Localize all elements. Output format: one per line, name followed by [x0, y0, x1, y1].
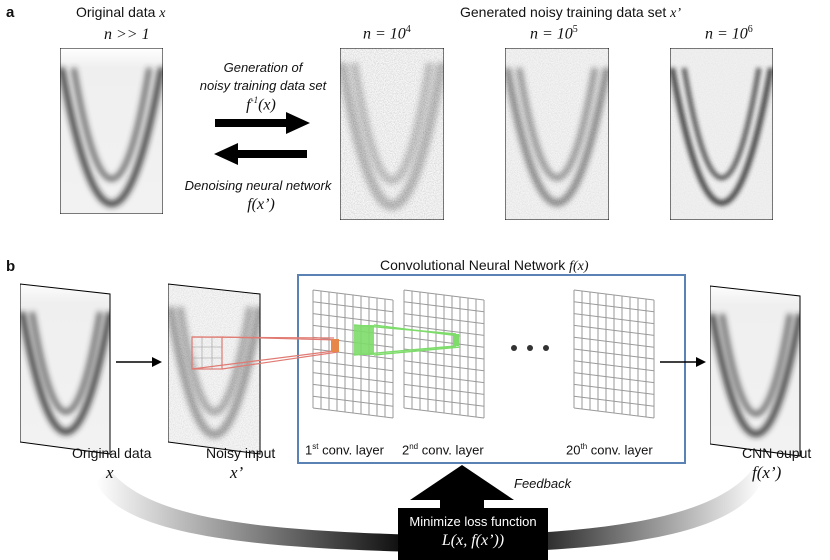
panel-b-letter: b	[6, 258, 16, 275]
layer1-receptive-field	[354, 325, 374, 355]
original-data-title: Original data x	[76, 4, 166, 21]
feedback-label: Feedback	[514, 476, 572, 491]
original-data-image	[60, 48, 163, 214]
layer2-output-cell	[453, 334, 459, 346]
input-receptive-field	[191, 336, 223, 370]
noisy-input-var: x’	[230, 463, 244, 482]
feedback-arc-right	[500, 470, 762, 552]
red-projection-lines	[191, 336, 339, 370]
denoise-arrow-left	[214, 143, 307, 165]
green-projection-lines	[353, 324, 461, 356]
conv-layer-grid-20	[573, 289, 655, 419]
feedback-arc-left	[96, 470, 420, 552]
original-data-label-b: Original data	[72, 445, 152, 461]
loss-title: Minimize loss function	[409, 514, 537, 529]
noisy-image-1e4	[340, 48, 444, 220]
original-data-image-b	[20, 283, 111, 455]
denoise-label: Denoising neural network	[184, 178, 332, 193]
denoise-function: f(x’)	[247, 196, 275, 213]
loss-box	[398, 508, 548, 560]
cnn-output-label: CNN ouput	[742, 445, 812, 461]
layer-label-2: 2nd conv. layer	[402, 442, 484, 458]
generation-arrow-right	[215, 112, 310, 134]
layer-label-20: 20th conv. layer	[566, 442, 653, 458]
noisy-n-label-1: n = 104	[363, 24, 411, 43]
original-n-label: n >> 1	[104, 26, 150, 43]
noisy-n-label-3: n = 106	[705, 24, 753, 43]
ellipsis-dot-1	[511, 345, 517, 351]
noisy-n-label-2: n = 105	[530, 24, 578, 43]
conv-layer-grid-1	[312, 289, 394, 419]
generation-line-2: noisy training data set	[199, 78, 327, 93]
generation-line-1: Generation of	[223, 60, 303, 75]
noisy-image-1e6	[670, 48, 773, 220]
original-var-b: x	[106, 463, 114, 482]
layer-label-1: 1st conv. layer	[305, 442, 384, 458]
feedback-up-arrow	[410, 465, 514, 512]
noisy-image-1e5	[505, 48, 609, 220]
loss-function: L(x, f(x’))	[441, 532, 505, 549]
ellipsis-dot-2	[527, 345, 533, 351]
cnn-title: Convolutional Neural Network f(x)	[380, 257, 589, 274]
generated-set-title: Generated noisy training data set x’	[460, 4, 682, 21]
arrow-original-to-noisy	[116, 357, 162, 367]
cnn-output-var: f(x’)	[752, 463, 782, 482]
noisy-input-label: Noisy input	[206, 445, 276, 461]
generation-function: f-1(x)	[246, 95, 276, 114]
ellipsis-dot-3	[543, 345, 549, 351]
arrows-panel-a	[214, 112, 310, 165]
panel-a-letter: a	[6, 4, 15, 21]
cnn-output-image	[710, 285, 801, 457]
layer1-output-cell	[331, 339, 339, 352]
arrow-cnn-to-output	[660, 357, 706, 367]
cnn-box	[297, 274, 686, 464]
conv-layer-grid-2	[403, 289, 485, 419]
